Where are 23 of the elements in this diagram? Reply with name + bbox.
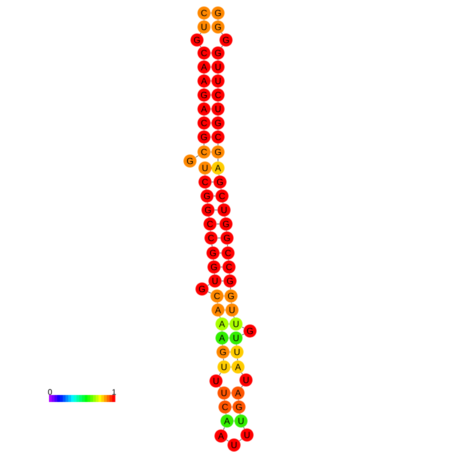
backbone-line [241,372,243,375]
backbone-line [243,426,245,430]
backbone-line [242,334,244,336]
backbone-line [195,155,199,158]
backbone-line [200,32,202,34]
base-pair-line [221,280,224,282]
backbone-line [221,32,223,35]
backbone-line [226,440,229,442]
backbone-line [230,287,231,290]
backbone-line [200,46,202,48]
backbone-line [221,45,223,48]
backbone-line [219,372,221,376]
backbone-line [239,438,242,442]
backbone-line [241,385,243,388]
backbone-line [227,244,228,247]
base-pair-line [220,266,223,268]
backbone-line [208,292,212,294]
backbone-line [237,358,238,361]
backbone-line [242,326,244,328]
base-pair-line [219,252,222,254]
backbone-line [223,426,225,430]
backbone-line [223,358,224,361]
backbone-line [207,284,210,286]
